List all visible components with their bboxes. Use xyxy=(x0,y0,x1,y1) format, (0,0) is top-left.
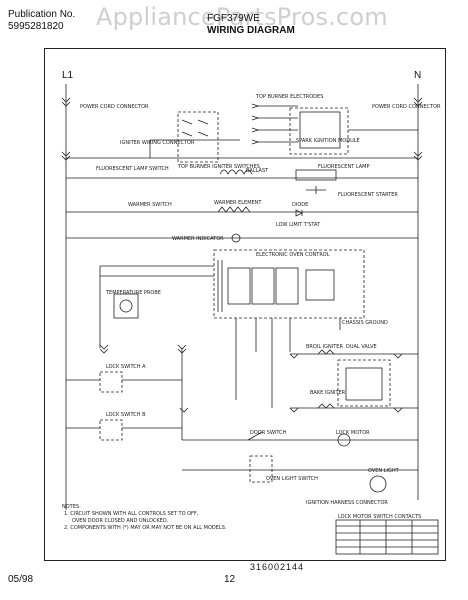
note-line-1: 1. CIRCUIT SHOWN WITH ALL CONTROLS SET T… xyxy=(64,511,199,517)
bake-igniter-symbol xyxy=(317,403,335,409)
warmer-switch-label: WARMER SWITCH xyxy=(128,202,172,208)
publication-label: Publication No. xyxy=(8,9,76,20)
dual-valve-label: DUAL VALVE xyxy=(346,344,377,350)
line-l1-label: L1 xyxy=(62,70,74,81)
warmer-indicator-label: WARMER INDICATOR xyxy=(172,236,224,242)
ignition-connector-label: IGNITION HARNESS CONNECTOR xyxy=(306,500,388,506)
bake-igniter-label: BAKE IGNITER xyxy=(310,390,346,396)
lock-motor-label: LOCK MOTOR xyxy=(336,430,370,436)
spark-module-label: SPARK IGNITION MODULE xyxy=(296,138,360,144)
ballast xyxy=(219,169,253,175)
door-switch-box xyxy=(249,455,273,483)
footer-date: 05/98 xyxy=(8,574,34,585)
publication-number: 5995281820 xyxy=(8,21,64,32)
electronic-oven-control xyxy=(213,249,365,319)
diode-label: DIODE xyxy=(292,202,309,208)
chassis-ground-label: CHASSIS GROUND xyxy=(342,320,388,326)
eoc-label: ELECTRONIC OVEN CONTROL xyxy=(256,252,330,258)
page-number: 12 xyxy=(224,574,236,585)
top-burner-electrodes-label: TOP BURNER ELECTRODES xyxy=(256,94,324,100)
broil-igniter-label: BROIL IGNITER xyxy=(306,344,343,350)
warmer-indicator-lamp xyxy=(231,233,241,243)
temperature-probe-label: TEMPERATURE PROBE xyxy=(106,290,161,296)
oven-light-switch-label: OVEN LIGHT SWITCH xyxy=(266,476,318,482)
diode-symbol xyxy=(295,209,303,217)
spark-module xyxy=(251,103,418,155)
door-switch-label: DOOR SWITCH xyxy=(250,430,287,436)
top-burner-switches-label: TOP BURNER IGNITER SWITCHES xyxy=(178,164,260,170)
broil-igniter-symbol xyxy=(317,349,335,355)
oven-light-label: OVEN LIGHT xyxy=(368,468,399,474)
lock-motor-contacts-table xyxy=(335,519,439,555)
diagram-title: WIRING DIAGRAM xyxy=(207,25,295,36)
fluorescent-lamp xyxy=(295,169,337,194)
lock-switch-a-label: LOCK SWITCH A xyxy=(106,364,146,370)
drawing-number: 316002144 xyxy=(250,562,305,572)
fluorescent-lamp-label: FLUORESCENT LAMP xyxy=(318,164,370,170)
power-cord-connector-left-label: POWER CORD CONNECTOR xyxy=(80,104,149,110)
door-switch-symbol xyxy=(247,431,263,441)
power-cord-connector-right-label: POWER CORD CONNECTOR xyxy=(372,104,441,110)
note-line-3: 2. COMPONENTS WITH (*) MAY OR MAY NOT BE… xyxy=(64,525,227,531)
dual-valve xyxy=(337,359,391,407)
diagram-frame xyxy=(44,48,446,561)
notes-heading: NOTES: xyxy=(62,504,81,510)
warmer-element xyxy=(217,206,251,213)
lock-switches xyxy=(66,348,183,441)
lock-motor-table-title: LOCK MOTOR SWITCH CONTACTS xyxy=(338,514,422,520)
oven-light-symbol xyxy=(369,475,387,493)
ballast-label: BALLAST xyxy=(246,168,269,174)
igniter-connector-label: IGNITER WIRING CONNECTOR xyxy=(120,140,195,146)
low-limit-label: LOW LIMIT T'STAT xyxy=(276,222,321,228)
fluorescent-lamp-switch-label: FLUORESCENT LAMP SWITCH xyxy=(96,166,169,172)
temperature-probe xyxy=(99,265,214,348)
lock-motor-symbol xyxy=(337,433,351,447)
note-line-2: OVEN DOOR CLOSED AND UNLOCKED. xyxy=(72,518,169,524)
connector-chevrons xyxy=(61,97,423,413)
neutral-label: N xyxy=(414,70,422,81)
model-number: FGF379WE xyxy=(207,13,260,24)
fluorescent-starter-label: FLUORESCENT STARTER xyxy=(338,192,398,198)
warmer-element-label: WARMER ELEMENT xyxy=(214,200,262,206)
lock-switch-b-label: LOCK SWITCH B xyxy=(106,412,146,418)
top-burner-switches xyxy=(149,111,240,163)
